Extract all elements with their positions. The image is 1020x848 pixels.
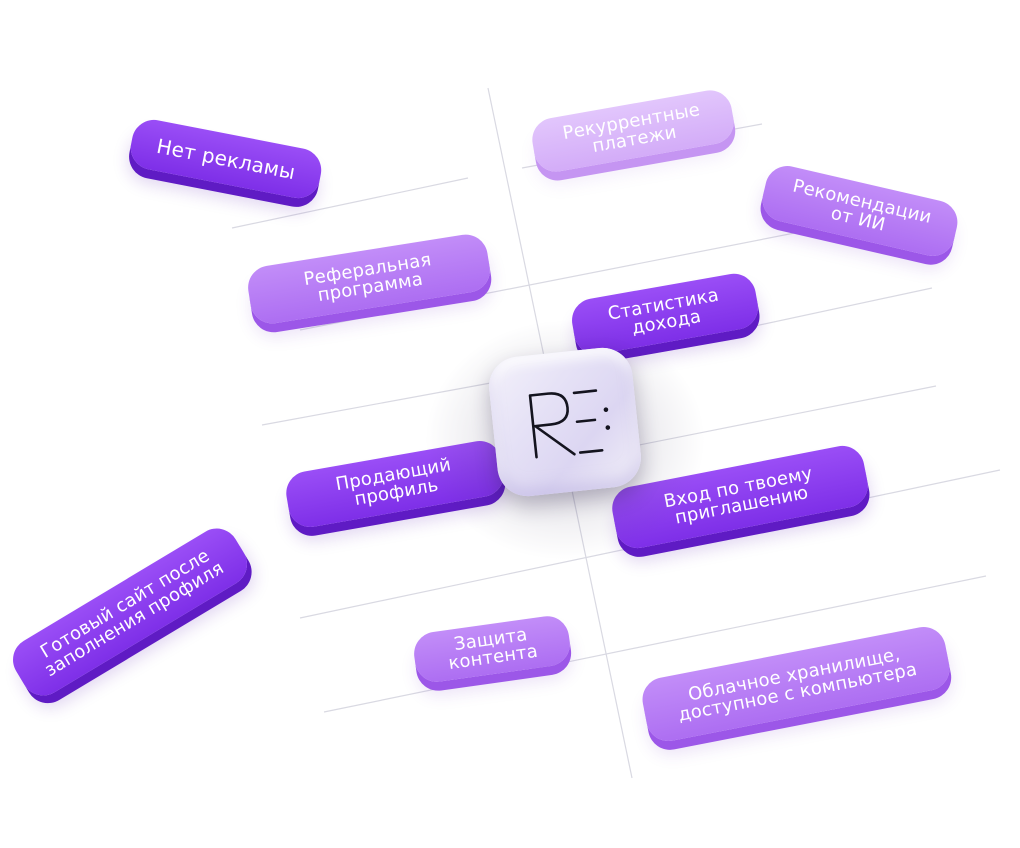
re-logo-icon [528,389,611,459]
grid-line [633,287,933,353]
grid-line [299,209,913,331]
grid-line [231,177,469,229]
logo-tile [486,344,644,500]
grid-line [261,381,497,426]
grid-line [633,385,937,447]
grid-line [323,575,987,713]
